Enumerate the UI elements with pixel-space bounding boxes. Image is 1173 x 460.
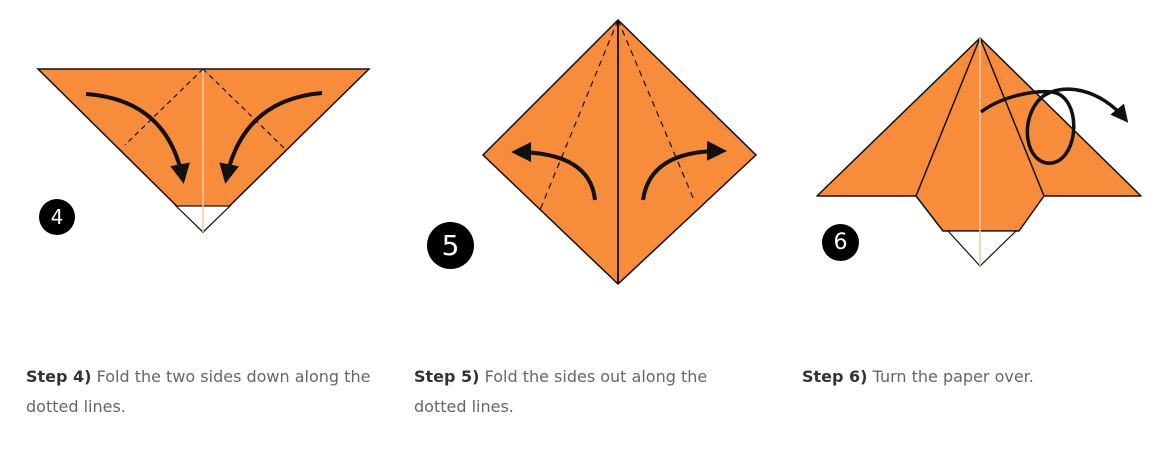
fold-arrow-left (511, 142, 597, 201)
step-4-panel: 4 Step 4) Fold the two sides down along … (0, 0, 400, 460)
step-text: Fold the sides out along the dotted line… (414, 367, 708, 416)
step-5-diagram (481, 18, 758, 286)
fold-arrow-right (641, 140, 727, 201)
step-6-diagram (816, 37, 1142, 267)
step-6-panel: 6 Step 6) Turn the paper over. (790, 0, 1173, 460)
step-number: 4 (50, 205, 64, 229)
paper-shape (816, 37, 1142, 232)
step-5-panel: 5 Step 5) Fold the sides out along the d… (400, 0, 800, 460)
fold-arrow-left (85, 92, 190, 184)
fold-arrow-right (219, 91, 323, 184)
step-number: 5 (441, 229, 460, 262)
step-4-diagram (36, 68, 371, 234)
step-text: Turn the paper over. (872, 367, 1034, 386)
step-number: 6 (833, 230, 848, 255)
fold-line-right (202, 68, 287, 151)
step-4-caption: Step 4) Fold the two sides down along th… (26, 362, 376, 422)
step-label: Step 6) (802, 367, 868, 386)
step-label: Step 5) (414, 367, 480, 386)
step-text: Fold the two sides down along the dotted… (26, 367, 371, 416)
flap-line-right (979, 37, 1045, 197)
white-tip (946, 230, 1018, 267)
step-5-badge: 5 (427, 222, 474, 269)
step-5-caption: Step 5) Fold the sides out along the dot… (414, 362, 764, 422)
turn-over-arrow (979, 87, 1129, 165)
step-4-badge: 4 (39, 199, 75, 235)
fold-line-left (124, 68, 204, 146)
flap-line-left (915, 37, 981, 197)
fold-line-left (539, 19, 619, 211)
step-label: Step 4) (26, 367, 92, 386)
step-6-caption: Step 6) Turn the paper over. (802, 362, 1152, 392)
step-6-badge: 6 (822, 224, 859, 261)
